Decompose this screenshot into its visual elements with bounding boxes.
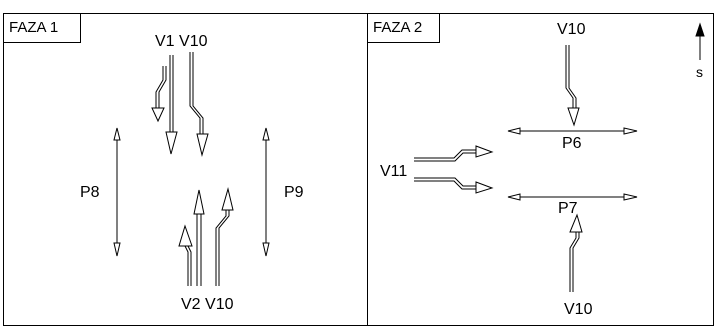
movement-v2-through-arrow xyxy=(193,189,205,286)
movement-v10-bottom-arrow xyxy=(569,213,583,292)
pedestrian-p6-arrow xyxy=(507,127,638,135)
movement-v10-south-arrow xyxy=(189,52,209,157)
movement-v1-through-arrow xyxy=(165,55,178,155)
label-v1-v10-top: V1 V10 xyxy=(155,33,208,50)
phase-panel-2: FAZA 2 xyxy=(367,13,714,326)
movement-v2-turn-arrow xyxy=(178,224,193,286)
phase-title-1: FAZA 1 xyxy=(3,13,82,43)
pedestrian-p7-arrow xyxy=(507,193,638,201)
label-v11: V11 xyxy=(380,163,408,180)
label-v10-bottom: V10 xyxy=(564,301,593,318)
movement-v1-turn-arrow xyxy=(151,66,167,123)
label-p6: P6 xyxy=(562,135,582,152)
phase-title-2: FAZA 2 xyxy=(367,13,441,43)
north-arrow-label: s xyxy=(696,64,703,80)
north-arrow-icon xyxy=(695,22,705,60)
label-v2-v10-bottom: V2 V10 xyxy=(181,296,234,313)
label-p9: P9 xyxy=(284,184,304,201)
phase-panel-1: FAZA 1 xyxy=(3,13,368,326)
label-p7: P7 xyxy=(558,200,578,217)
label-p8: P8 xyxy=(80,184,100,201)
label-v10-top: V10 xyxy=(557,21,586,38)
pedestrian-p8-arrow xyxy=(113,127,121,257)
movement-v10-north-arrow xyxy=(215,187,234,286)
movement-v10-top-arrow xyxy=(565,45,580,127)
pedestrian-p9-arrow xyxy=(262,127,270,257)
movement-v11-upper-arrow xyxy=(414,145,494,162)
movement-v11-lower-arrow xyxy=(414,177,494,194)
